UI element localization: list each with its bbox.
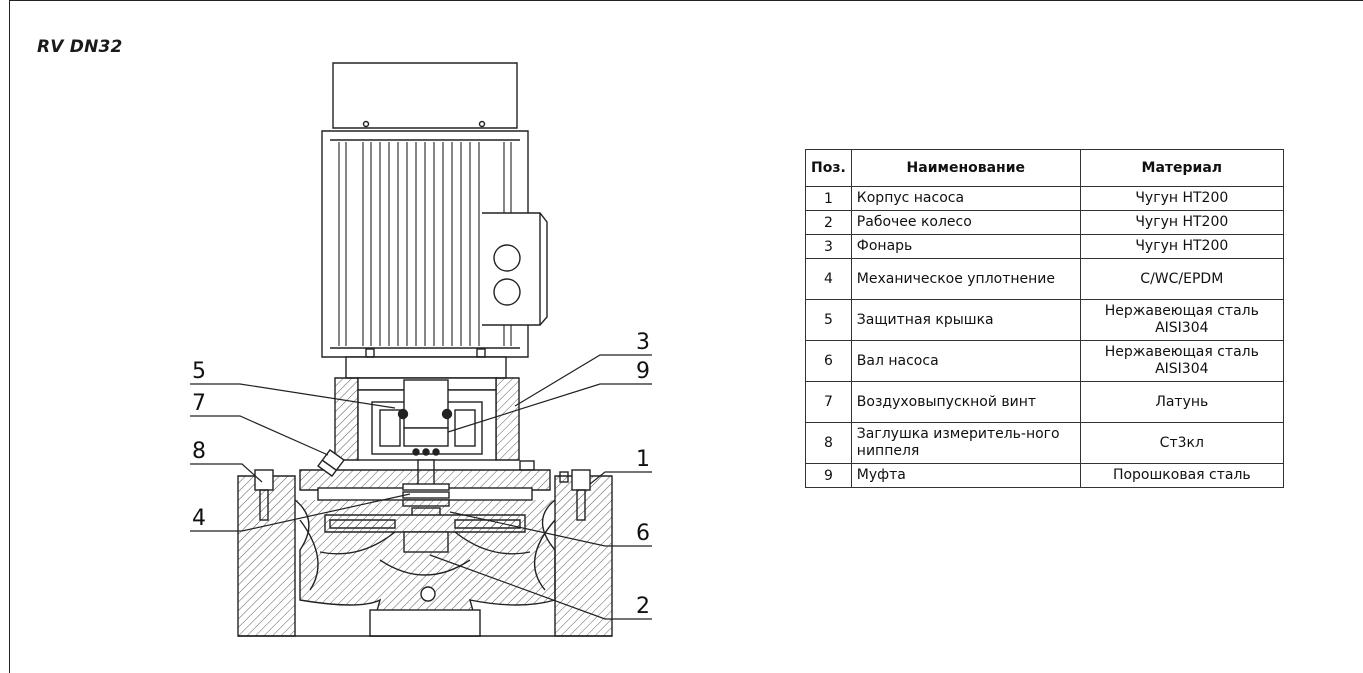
- row-name: Корпус насоса: [850, 186, 1081, 211]
- row-material: Латунь: [1079, 381, 1284, 423]
- terminal-box: [482, 212, 548, 326]
- table-row: 5 Защитная крышка Нержавеющая сталь AISI…: [805, 299, 1284, 341]
- callout-4: 4: [192, 506, 206, 531]
- table-row: 9 Муфта Порошковая сталь: [805, 463, 1284, 488]
- table-row: 1 Корпус насоса Чугун HT200: [805, 186, 1284, 211]
- drawing-frame: [9, 0, 1363, 673]
- row-name: Муфта: [850, 463, 1081, 488]
- row-name: Фонарь: [850, 234, 1081, 259]
- row-pos: 3: [805, 234, 852, 259]
- row-pos: 6: [805, 340, 852, 382]
- callout-3: 3: [636, 330, 650, 355]
- callout-2: 2: [636, 594, 650, 619]
- drawing-title: RV DN32: [37, 37, 123, 57]
- table-row: 7 Воздуховыпускной винт Латунь: [805, 381, 1284, 423]
- header-material: Материал: [1079, 149, 1284, 187]
- header-pos: Поз.: [805, 149, 852, 187]
- motor-fan-cover: [332, 62, 518, 129]
- row-pos: 7: [805, 381, 852, 423]
- row-pos: 8: [805, 422, 852, 464]
- callout-9: 9: [636, 359, 650, 384]
- callout-1: 1: [636, 447, 650, 472]
- callout-7: 7: [192, 391, 206, 416]
- callout-6: 6: [636, 521, 650, 546]
- row-material: Чугун HT200: [1079, 234, 1284, 259]
- row-material: Ст3кл: [1079, 422, 1284, 464]
- row-pos: 5: [805, 299, 852, 341]
- parts-table-header: Поз. Наименование Материал: [805, 149, 1284, 187]
- table-row: 8 Заглушка измеритель-ного ниппеля Ст3кл: [805, 422, 1284, 464]
- row-material: Нержавеющая сталь AISI304: [1079, 299, 1284, 341]
- row-material: C/WC/EPDM: [1079, 258, 1284, 300]
- row-name: Воздуховыпускной винт: [850, 381, 1081, 423]
- row-pos: 9: [805, 463, 852, 488]
- row-name: Вал насоса: [850, 340, 1081, 382]
- row-name: Заглушка измеритель-ного ниппеля: [850, 422, 1081, 464]
- row-name: Защитная крышка: [850, 299, 1081, 341]
- parts-table: Поз. Наименование Материал 1 Корпус насо…: [805, 149, 1284, 488]
- callouts: 5 7 8 4 3 9 1 6 2: [192, 330, 650, 619]
- row-material: Чугун HT200: [1079, 186, 1284, 211]
- table-row: 3 Фонарь Чугун HT200: [805, 234, 1284, 259]
- table-row: 6 Вал насоса Нержавеющая сталь AISI304: [805, 340, 1284, 382]
- row-name: Механическое уплотнение: [850, 258, 1081, 300]
- row-pos: 2: [805, 210, 852, 235]
- row-pos: 1: [805, 186, 852, 211]
- air-vent-screw: [317, 449, 345, 477]
- callout-8: 8: [192, 439, 206, 464]
- header-name: Наименование: [850, 149, 1081, 187]
- row-material: Нержавеющая сталь AISI304: [1079, 340, 1284, 382]
- row-material: Порошковая сталь: [1079, 463, 1284, 488]
- row-name: Рабочее колесо: [850, 210, 1081, 235]
- table-row: 4 Механическое уплотнение C/WC/EPDM: [805, 258, 1284, 300]
- pump-drawing: 5 7 8 4 3 9 1 6 2: [190, 62, 652, 637]
- table-row: 2 Рабочее колесо Чугун HT200: [805, 210, 1284, 235]
- pump-casing: [237, 469, 613, 637]
- callout-5: 5: [192, 359, 206, 384]
- row-material: Чугун HT200: [1079, 210, 1284, 235]
- motor-body: [321, 130, 529, 358]
- row-pos: 4: [805, 258, 852, 300]
